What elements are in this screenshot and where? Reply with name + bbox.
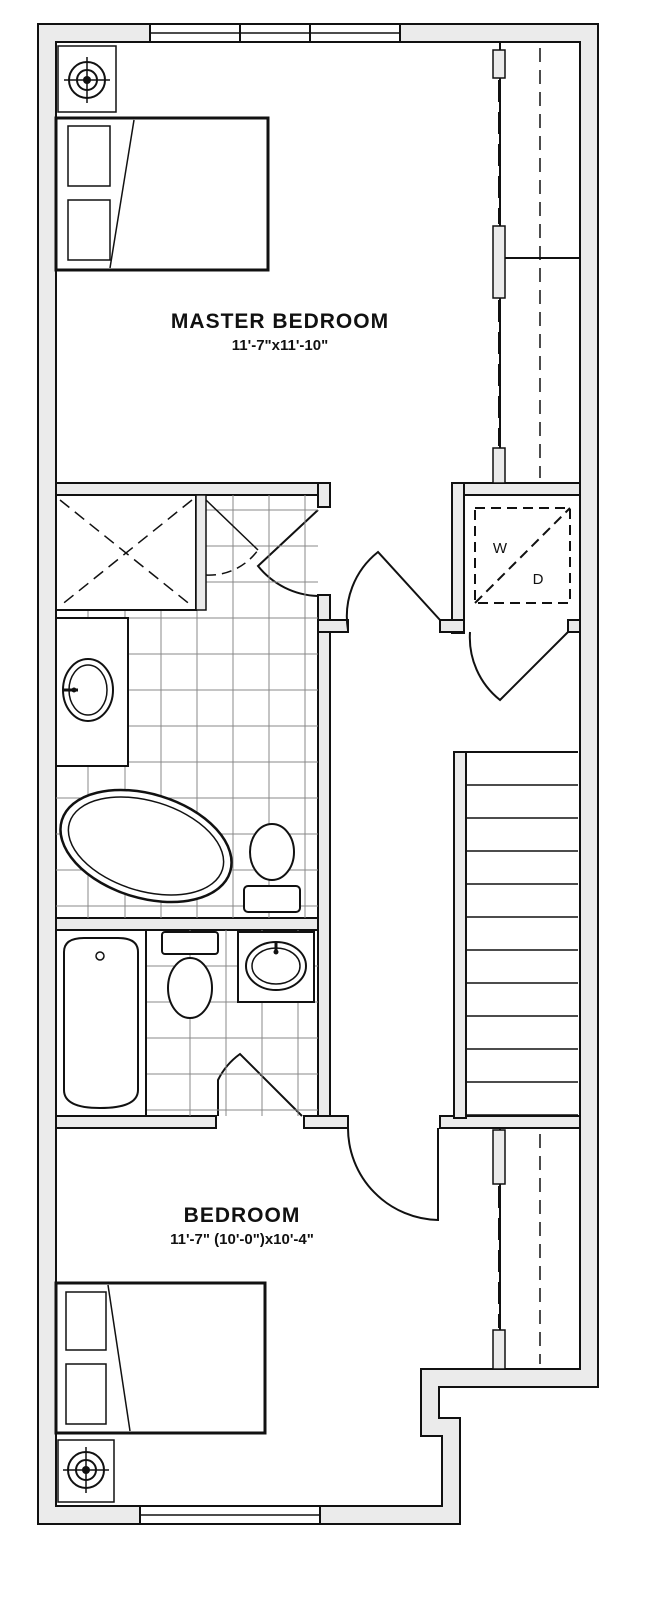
bedroom-dimensions: 11'-7" (10'-0")x10'-4" <box>170 1231 314 1248</box>
toilet-bath2 <box>161 931 219 1019</box>
interior-walls <box>55 482 581 1129</box>
stairs <box>466 751 578 1116</box>
ceiling-fan-bedroom <box>57 1439 115 1503</box>
soaker-tub <box>59 788 233 904</box>
ceiling-fan-master <box>57 45 117 113</box>
master-bedroom-name: MASTER BEDROOM <box>171 310 389 333</box>
bed-master <box>54 116 270 272</box>
vanity-bath2 <box>237 931 315 1003</box>
master-bedroom-dimensions: 11'-7"x11'-10" <box>232 337 328 354</box>
vanity-ensuite <box>55 617 129 767</box>
dryer-label: D <box>533 571 544 588</box>
doors <box>217 509 569 1222</box>
bed-secondary <box>54 1281 267 1435</box>
bedroom-name: BEDROOM <box>184 1204 301 1227</box>
closet-bedroom <box>492 1127 581 1370</box>
exterior-walls <box>37 23 599 1525</box>
toilet-ensuite <box>243 823 301 913</box>
bathtub <box>55 929 147 1117</box>
washer-dryer: W D <box>474 507 571 604</box>
closet-master <box>492 41 581 484</box>
washer-label: W <box>493 540 508 557</box>
shower <box>55 494 259 611</box>
